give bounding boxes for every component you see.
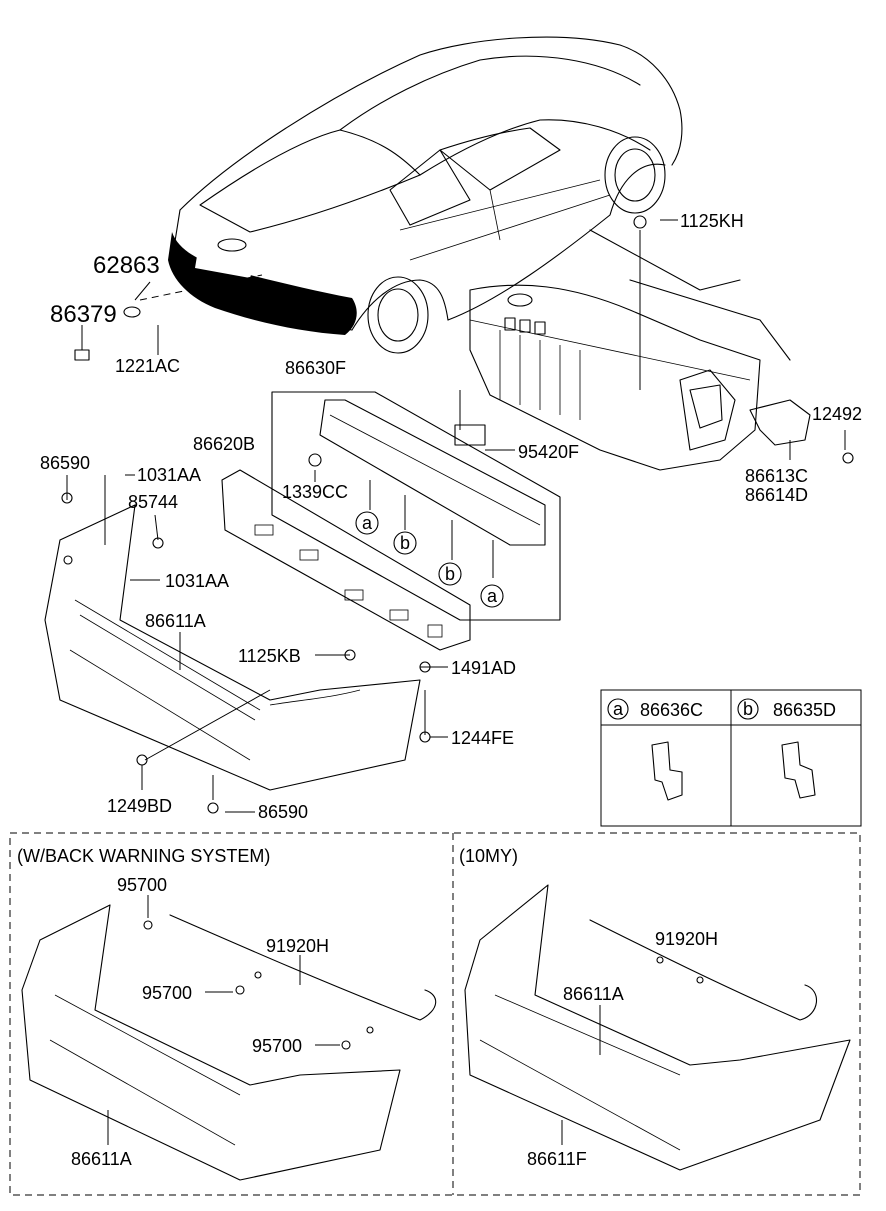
label-85744: 85744 [128,492,178,512]
label-95700-b: 95700 [142,983,192,1003]
svg-text:a: a [362,513,373,533]
section-title-10my: (10MY) [459,846,518,866]
label-86590-top: 86590 [40,453,90,473]
label-86614D: 86614D [745,485,808,505]
legend-a-part: 86636C [640,700,703,720]
label-95700-c: 95700 [252,1036,302,1056]
bottom-sections-frame [9,832,861,1196]
label-86611A-left: 86611A [71,1149,132,1169]
label-95420F: 95420F [518,442,579,462]
back-beam-illustration [271,391,561,621]
label-1244FE: 1244FE [451,728,514,748]
callout-b-2: b [438,562,462,586]
callout-a-2: a [480,584,504,608]
fasteners [61,215,854,814]
left-bumper-illustration [21,904,437,1181]
label-91920H-left: 91920H [266,936,329,956]
label-1031AA-mid: 1031AA [165,571,229,591]
label-86611A: 86611A [145,611,206,631]
svg-text:b: b [445,564,455,584]
label-86613C: 86613C [745,466,808,486]
label-86620B: 86620B [193,434,255,454]
leader-lines [66,219,846,813]
car-illustration [168,36,683,354]
label-91920H-right: 91920H [655,929,718,949]
label-1491AD: 1491AD [451,658,516,678]
label-1221AC: 1221AC [115,356,180,376]
label-1339CC: 1339CC [282,482,348,502]
clip-a-drawing [651,741,683,801]
legend-table: a 86636C b 86635D [600,689,862,827]
right-bumper-illustration [464,884,851,1171]
label-86611F: 86611F [527,1149,587,1169]
svg-text:a: a [487,586,498,606]
label-86611A-right: 86611A [563,984,624,1004]
label-1125KH: 1125KH [680,211,744,231]
rear-panel-illustration [469,229,811,471]
label-12492: 12492 [812,404,862,424]
section-title-back-warning: (W/BACK WARNING SYSTEM) [17,846,270,866]
label-1125KB: 1125KB [238,646,301,666]
main-bumper-illustration [44,504,421,791]
clip-b-drawing [781,741,816,799]
legend-a-key: a [613,699,624,719]
label-86590-bottom: 86590 [258,802,308,822]
label-95700-a: 95700 [117,875,167,895]
label-62863: 62863 [93,252,160,279]
callout-b-1: b [393,531,417,555]
callout-a-1: a [355,511,379,535]
legend-b-part: 86635D [773,700,836,720]
legend-b-key: b [743,699,753,719]
svg-text:b: b [400,533,410,553]
label-86630F: 86630F [285,358,346,378]
rear-bumper-highlight [168,232,357,335]
label-1249BD: 1249BD [107,796,172,816]
label-1031AA-top: 1031AA [137,465,201,485]
label-86379: 86379 [50,301,117,328]
absorber-illustration [221,469,471,651]
